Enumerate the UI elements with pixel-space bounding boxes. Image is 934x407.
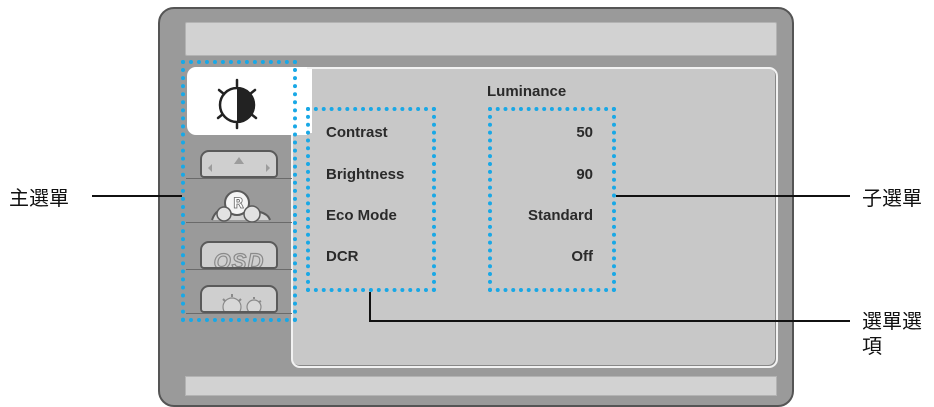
menu-item-eco-mode[interactable]: Eco Mode — [326, 207, 397, 224]
value-brightness[interactable]: 90 — [576, 166, 593, 183]
main-menu-leader — [92, 195, 182, 197]
menu-option-leader-vertical — [369, 292, 371, 322]
color-temp-icon: R — [204, 186, 278, 224]
reset-letter: R — [233, 196, 244, 212]
submenu-values-highlight — [488, 107, 616, 292]
tab-osd-setup[interactable]: OSD — [200, 241, 278, 269]
osd-setup-icon: OSD — [202, 248, 276, 269]
main-menu-highlight — [181, 60, 297, 322]
extra-settings-icon — [202, 287, 276, 311]
main-menu-callout: 主選單 — [9, 186, 69, 210]
value-contrast[interactable]: 50 — [576, 124, 593, 141]
value-eco-mode[interactable]: Standard — [527, 207, 593, 224]
submenu-title: Luminance — [487, 83, 567, 100]
menu-option-callout-line1: 選單選 — [862, 309, 922, 333]
menu-item-dcr[interactable]: DCR — [326, 248, 359, 265]
menu-option-callout-line2: 項 — [862, 334, 882, 358]
menu-options-highlight — [306, 107, 436, 292]
image-setup-icon — [202, 152, 276, 176]
tab-extra-settings[interactable] — [200, 285, 278, 313]
tab-image-setup[interactable] — [200, 150, 278, 178]
menu-option-leader-horizontal — [369, 320, 850, 322]
osd-bottom-bar — [185, 376, 777, 396]
luminance-icon — [211, 74, 263, 130]
submenu-panel — [291, 67, 778, 368]
tab-divider — [186, 178, 292, 179]
menu-item-contrast[interactable]: Contrast — [326, 124, 388, 141]
osd-icon-text: OSD — [213, 248, 265, 269]
tab-divider — [186, 222, 292, 223]
tab-divider — [186, 269, 292, 270]
menu-item-brightness[interactable]: Brightness — [326, 166, 405, 183]
submenu-callout: 子選單 — [862, 186, 922, 210]
submenu-leader — [616, 195, 850, 197]
tab-divider — [186, 313, 292, 314]
osd-top-bar — [185, 22, 777, 56]
value-dcr[interactable]: Off — [571, 248, 593, 265]
